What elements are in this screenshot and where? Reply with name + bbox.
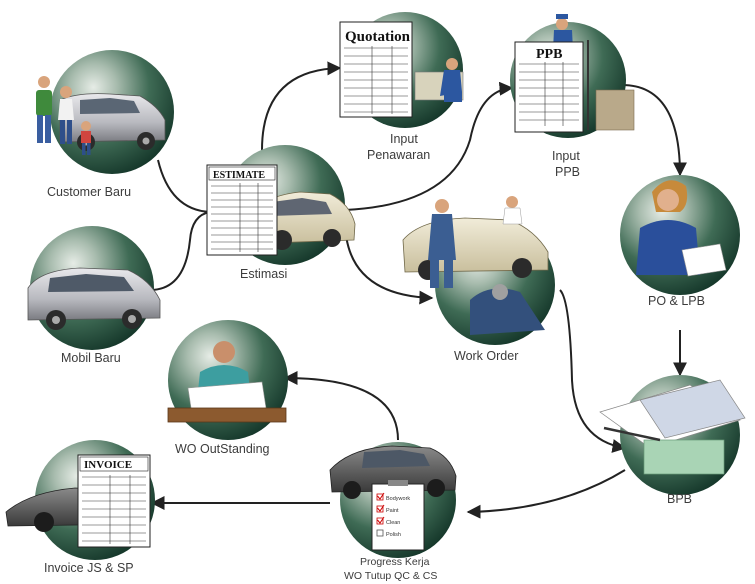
mechanic-kneeling-illustration [414, 58, 464, 102]
ppb-doc-title: PPB [536, 47, 562, 62]
black-car-illustration [329, 445, 457, 499]
node-input-ppb: PPB Input PPB [510, 14, 635, 179]
node-input-penawaran: Quotation Input Penawaran [339, 12, 464, 162]
node-customer-baru: Customer Baru [36, 50, 174, 199]
label-progress-kerja-line2: WO Tutup QC & CS [344, 570, 437, 582]
man-at-desk-illustration [167, 341, 287, 423]
invoice-doc-title: INVOICE [84, 459, 132, 471]
connectors [149, 61, 687, 519]
arrow-bpb-to-progress [466, 469, 626, 519]
arrow-workorder-to-bpb [559, 289, 627, 453]
arrow-customer-to-estimasi [157, 159, 211, 213]
forms-and-pen-illustration [599, 379, 746, 475]
node-work-order: Work Order [402, 196, 555, 363]
label-input-penawaran-line1: Input [390, 132, 418, 146]
label-wo-outstanding: WO OutStanding [175, 442, 270, 456]
checklist-item-polish: Polish [386, 532, 401, 538]
label-input-penawaran-line2: Penawaran [367, 148, 430, 162]
node-estimasi: ESTIMATE Estimasi [206, 145, 356, 281]
car-inspection-illustration [402, 196, 549, 335]
checklist-item-paint: Paint [386, 508, 399, 514]
label-invoice: Invoice JS & SP [44, 561, 134, 575]
node-invoice: INVOICE Invoice JS & SP [5, 440, 155, 575]
woman-reading-illustration [636, 180, 727, 277]
qc-checklist-clipboard: Bodywork Paint Clean Polish [371, 480, 425, 551]
label-progress-kerja-line1: Progress Kerja [360, 556, 430, 568]
label-input-ppb-line2: PPB [555, 165, 580, 179]
label-customer-baru: Customer Baru [47, 185, 131, 199]
checklist-item-clean: Clean [386, 520, 400, 526]
label-bpb: BPB [667, 492, 692, 506]
arrow-ppb-to-po [621, 84, 687, 177]
family-illustration [36, 76, 91, 155]
estimate-document: ESTIMATE [206, 164, 278, 256]
label-mobil-baru: Mobil Baru [61, 351, 121, 365]
checklist-items: Bodywork Paint Clean Polish [376, 492, 410, 538]
ppb-document: PPB [514, 41, 584, 133]
node-wo-outstanding: WO OutStanding [167, 320, 288, 456]
label-input-ppb-line1: Input [552, 149, 580, 163]
silver-minivan-illustration [27, 267, 161, 330]
node-bpb: BPB [599, 375, 746, 506]
arrow-mobil-to-estimasi [149, 211, 211, 291]
invoice-document: INVOICE [77, 454, 151, 548]
checklist-item-bodywork: Bodywork [386, 496, 410, 502]
label-po-lpb: PO & LPB [648, 294, 705, 308]
quotation-doc-title: Quotation [345, 29, 411, 45]
label-estimasi: Estimasi [240, 267, 287, 281]
node-progress-kerja: Bodywork Paint Clean Polish Progress Ker… [329, 442, 457, 582]
arrow-estimasi-to-ppb [344, 81, 514, 211]
label-work-order: Work Order [454, 349, 518, 363]
quotation-document: Quotation [339, 21, 413, 118]
arrow-progress-to-outstanding [283, 371, 399, 441]
estimate-doc-title: ESTIMATE [213, 170, 265, 181]
node-po-lpb: PO & LPB [620, 175, 740, 308]
arrow-estimasi-to-quotation [261, 61, 342, 151]
node-mobil-baru: Mobil Baru [27, 226, 161, 365]
